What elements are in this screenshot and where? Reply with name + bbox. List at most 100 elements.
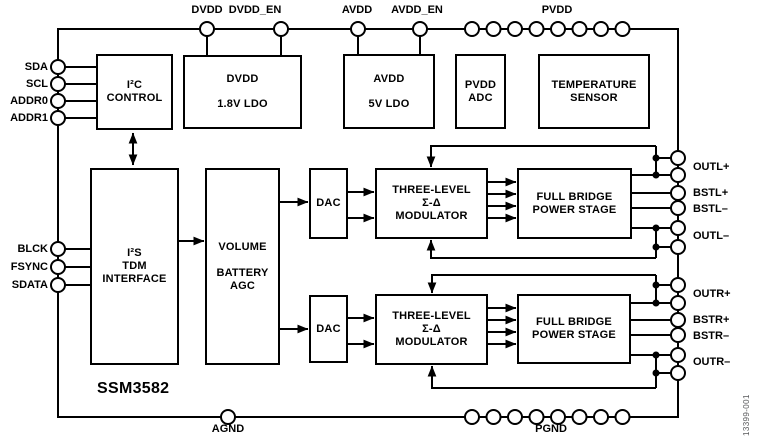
block-label: Σ-Δ bbox=[422, 323, 441, 335]
junction-dot bbox=[652, 299, 660, 307]
block-label: DAC bbox=[316, 322, 341, 335]
pin-circle-pgnd-2 bbox=[485, 409, 502, 425]
chip-name-label: SSM3582 bbox=[97, 380, 170, 397]
pin-circle-pgnd-7 bbox=[593, 409, 609, 425]
block-label: MODULATOR bbox=[395, 336, 468, 348]
block-label: POWER STAGE bbox=[532, 203, 617, 216]
block-label: 5V LDO bbox=[368, 97, 410, 110]
block-label: THREE-LEVEL bbox=[392, 310, 471, 322]
feedback-outl-minus bbox=[426, 239, 656, 259]
pin-circle-pgnd-3 bbox=[507, 409, 523, 425]
block-temperature-sensor: TEMPERATURE SENSOR bbox=[538, 54, 650, 129]
pin-circle-sdata bbox=[50, 277, 66, 293]
pin-circle-outl-plus-2 bbox=[670, 167, 686, 183]
pin-circle-agnd bbox=[220, 409, 236, 425]
pin-circle-outl-minus-1 bbox=[670, 220, 686, 236]
pin-label-agnd: AGND bbox=[211, 423, 245, 435]
signal-wires bbox=[58, 29, 678, 388]
block-volume-battery-agc: VOLUME BATTERY AGC bbox=[205, 168, 280, 365]
block-modulator-right: THREE-LEVEL Σ-Δ MODULATOR bbox=[375, 294, 488, 365]
pin-label-outr-minus: OUTR– bbox=[693, 356, 731, 368]
pin-label-avdd-en: AVDD_EN bbox=[391, 4, 443, 16]
pin-circle-dvdd-en bbox=[273, 21, 289, 37]
pin-circle-outr-plus-1 bbox=[670, 277, 686, 293]
pin-circle-avdd-en bbox=[412, 21, 428, 37]
pin-circle-pvdd-2 bbox=[485, 21, 502, 37]
pin-circle-bstr-minus bbox=[670, 327, 686, 343]
block-dvdd-ldo: DVDD 1.8V LDO bbox=[183, 55, 302, 129]
pin-label-scl: SCL bbox=[26, 78, 48, 90]
pin-circle-bstr-plus bbox=[670, 312, 686, 328]
pin-circle-bstl-plus bbox=[670, 185, 686, 201]
pin-circle-outr-minus-1 bbox=[670, 347, 686, 363]
junction-dot bbox=[652, 369, 660, 377]
block-label: I²C bbox=[126, 79, 143, 91]
pin-label-pgnd: PGND bbox=[535, 423, 567, 435]
pin-label-outl-minus: OUTL– bbox=[693, 230, 730, 242]
pin-circle-pvdd-6 bbox=[571, 21, 588, 37]
block-power-stage-left: FULL BRIDGE POWER STAGE bbox=[517, 168, 632, 239]
pin-circle-pvdd-5 bbox=[550, 21, 566, 37]
block-avdd-ldo: AVDD 5V LDO bbox=[343, 54, 435, 129]
block-label: Σ-Δ bbox=[422, 197, 441, 209]
feedback-outl-plus bbox=[426, 145, 656, 168]
pin-label-bstl-plus: BSTL+ bbox=[693, 187, 729, 199]
junction-dot bbox=[652, 281, 660, 289]
feedback-outr-plus bbox=[427, 274, 656, 294]
block-label: AVDD bbox=[373, 72, 405, 85]
pin-label-addr0: ADDR0 bbox=[10, 95, 48, 107]
pin-circle-pvdd-8 bbox=[614, 21, 631, 37]
pin-label-outr-plus: OUTR+ bbox=[693, 288, 731, 300]
pin-label-blck: BLCK bbox=[17, 243, 48, 255]
block-dac-right: DAC bbox=[309, 295, 348, 363]
block-label: CONTROL bbox=[106, 92, 163, 104]
pin-label-dvdd: DVDD bbox=[191, 4, 223, 16]
pin-label-bstr-plus: BSTR+ bbox=[693, 314, 730, 326]
block-label: TEMPERATURE bbox=[551, 78, 637, 91]
arrow-wires bbox=[128, 132, 656, 389]
pin-circle-pgnd-5 bbox=[550, 409, 566, 425]
pin-circle-pgnd-4 bbox=[528, 409, 545, 425]
block-label: AGC bbox=[229, 279, 256, 292]
block-label: 1.8V LDO bbox=[217, 98, 268, 110]
pin-circle-dvdd bbox=[199, 21, 215, 37]
pin-label-bstl-minus: BSTL– bbox=[693, 203, 728, 215]
block-i2s-tdm-interface: I²S TDM INTERFACE bbox=[90, 168, 179, 365]
pin-label-pvdd: PVDD bbox=[541, 4, 573, 16]
pin-circle-pgnd-6 bbox=[571, 409, 588, 425]
pin-label-addr1: ADDR1 bbox=[10, 112, 48, 124]
junction-dot bbox=[652, 224, 660, 232]
pin-circle-addr0 bbox=[50, 93, 66, 109]
feedback-outr-minus bbox=[427, 365, 656, 389]
pin-circle-sda bbox=[50, 59, 66, 75]
figure-number-label: 13399-001 bbox=[742, 394, 751, 436]
pin-circle-bstl-minus bbox=[670, 200, 686, 216]
block-label: FULL BRIDGE bbox=[536, 316, 612, 328]
junction-dot bbox=[652, 171, 660, 179]
pin-circle-pvdd-1 bbox=[464, 21, 480, 37]
pin-label-avdd: AVDD bbox=[341, 4, 373, 16]
pin-circle-pvdd-3 bbox=[507, 21, 523, 37]
block-i2c-control: I²C CONTROL bbox=[96, 54, 173, 130]
pin-label-outl-plus: OUTL+ bbox=[693, 161, 730, 173]
block-dac-left: DAC bbox=[309, 168, 348, 239]
block-label: POWER STAGE bbox=[532, 329, 616, 341]
junction-dot bbox=[652, 351, 660, 359]
block-label: ADC bbox=[468, 91, 493, 104]
pin-circle-pvdd-7 bbox=[593, 21, 609, 37]
pin-circle-pgnd-1 bbox=[464, 409, 480, 425]
pin-circle-fsync bbox=[50, 259, 66, 275]
pin-circle-pvdd-4 bbox=[528, 21, 545, 37]
pin-circle-blck bbox=[50, 241, 66, 257]
block-label: TDM bbox=[122, 260, 147, 272]
block-label: VOLUME bbox=[218, 240, 267, 253]
pin-label-sdata: SDATA bbox=[11, 279, 48, 291]
block-power-stage-right: FULL BRIDGE POWER STAGE bbox=[517, 294, 631, 364]
block-modulator-left: THREE-LEVEL Σ-Δ MODULATOR bbox=[375, 168, 488, 239]
block-label: SENSOR bbox=[570, 91, 618, 104]
pin-circle-outl-plus-1 bbox=[670, 150, 686, 166]
pin-circle-scl bbox=[50, 76, 66, 92]
pin-circle-outr-minus-2 bbox=[670, 365, 686, 381]
